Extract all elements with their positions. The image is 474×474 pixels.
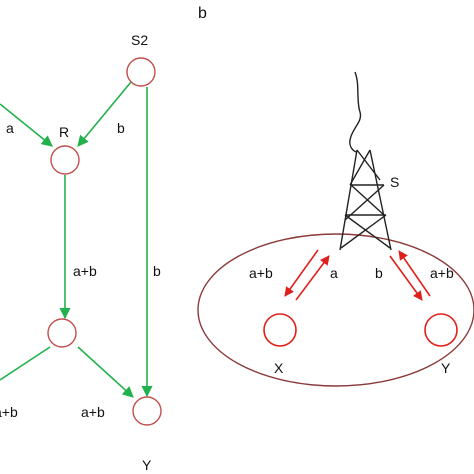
node-s2: [126, 57, 156, 87]
arrow-to-x: [284, 249, 319, 297]
arrow-from-y: [398, 250, 431, 297]
arrow-label-y-in: b: [375, 265, 383, 281]
arrow-label-x-out: a+b: [249, 265, 273, 281]
edge-label-a-plus-b-left: a+b: [0, 404, 18, 420]
node-relay: [47, 318, 77, 348]
arrow-label-x-in: a: [330, 265, 338, 281]
edge-label-a-plus-b-y: a+b: [81, 404, 105, 420]
right-diagram: S X Y a+b a b a+b: [197, 71, 474, 387]
edge-relay-to-left: [0, 346, 51, 381]
node-r: [50, 145, 80, 175]
panel-label-b: b: [198, 5, 207, 22]
node-x-label: X: [274, 360, 284, 376]
arrow-from-x: [295, 255, 330, 301]
arrow-to-y: [389, 255, 423, 301]
node-x: [263, 313, 297, 347]
coverage-region: [197, 233, 474, 387]
tower-label: S: [390, 174, 399, 190]
edge-label-a: a: [6, 120, 14, 136]
edge-s2-to-r: [77, 81, 132, 147]
node-s2-label: S2: [131, 32, 148, 48]
edge-label-b-down: b: [153, 263, 161, 279]
edge-label-a-plus-b-r: a+b: [73, 263, 97, 279]
edge-label-b-to-r: b: [117, 120, 125, 136]
node-y-left: [132, 396, 162, 426]
node-y-left-label: Y: [142, 457, 152, 473]
left-diagram: S2 R Y a b a+b b a+b a+b: [0, 32, 162, 473]
edge-relay-to-y: [77, 346, 134, 398]
tower-icon: [339, 71, 392, 251]
arrow-label-y-out: a+b: [430, 265, 454, 281]
edge-s1-to-r: [0, 103, 53, 147]
node-r-label: R: [59, 124, 69, 140]
node-y-right-label: Y: [441, 360, 451, 376]
node-y-right: [424, 313, 458, 347]
